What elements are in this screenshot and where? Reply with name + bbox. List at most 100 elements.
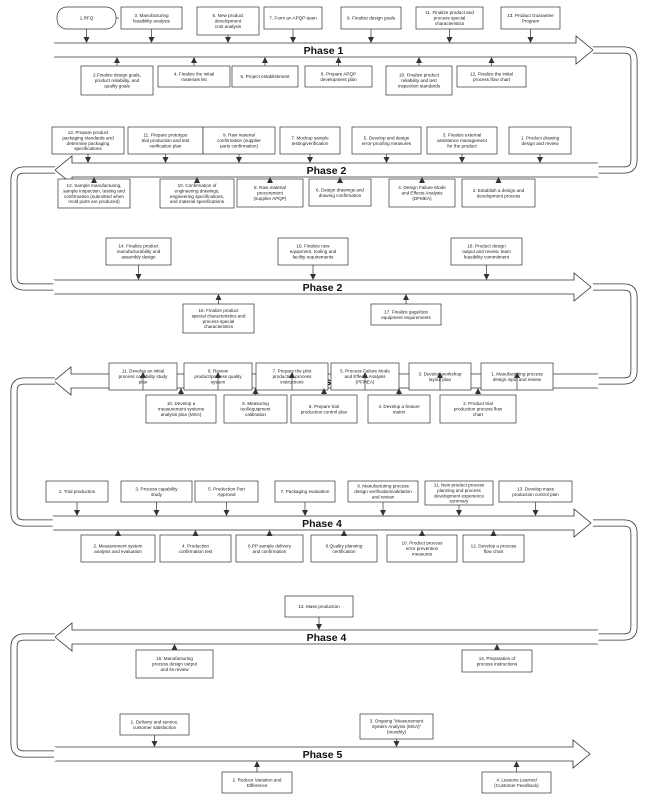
band2-bottom-box-b4	[308, 178, 372, 207]
band2-top-box-t6	[426, 126, 498, 155]
band2-bottom-box-b5	[388, 178, 456, 208]
band5-group: Phase 4 1. Trial production 3. Process cap…	[45, 480, 592, 563]
uturn-connector-1	[593, 46, 638, 174]
band1-top-label-t1: 1.RFQ	[80, 16, 94, 21]
band2-phase-label: Phase 2	[307, 165, 347, 177]
band5-bottom-box-b2	[159, 534, 232, 563]
band2-top-box-t4	[279, 126, 341, 155]
uturn-connector-6	[10, 633, 55, 758]
band2-bottom-box-b3	[236, 178, 304, 208]
band1-phase-label: Phase 1	[304, 45, 344, 57]
band1-bottom-box-b1	[80, 65, 154, 96]
band2-phase-arrow	[54, 155, 599, 185]
band5-bottom-box-b4	[310, 534, 378, 563]
band7-top-label-t1: 1. Delivery and service,customer satisfa…	[131, 719, 179, 729]
band7-phase-label: Phase 5	[303, 749, 343, 761]
band6-bottom-box-b1	[135, 649, 214, 679]
band3-phase-arrow	[53, 272, 592, 302]
band3-top-box-t2	[277, 237, 349, 266]
band6-phase-arrow	[54, 622, 599, 652]
band2-top-box-t2	[127, 126, 204, 155]
band3-top-box-t3	[450, 237, 523, 266]
band5-top-label-t4: 7. Packaging evaluation	[281, 489, 330, 494]
band4-bottom-box-b4	[367, 394, 431, 424]
band1-bottom-label-b1: 2.Finalize design goals,product reliabil…	[93, 73, 141, 89]
band1-bottom-box-b5	[385, 65, 453, 96]
band6-phase-label: Phase 4	[307, 632, 347, 644]
uturn-connector-4	[10, 377, 55, 527]
band7-top-box-t2	[359, 713, 434, 740]
band2-bottom-box-b2	[159, 178, 235, 209]
band2-top-box-t1	[51, 126, 125, 155]
band1-top-box-t3	[196, 6, 260, 36]
band1-top-label-t5: 9. Finalize design goals	[347, 16, 396, 21]
band7-bottom-label-b2: 4. Lessons Learned(Customer Feedback)	[494, 777, 539, 787]
band5-phase-label: Phase 4	[302, 518, 342, 530]
band7-group: Phase 5 1. Delivery and service,customer …	[54, 713, 591, 794]
band6-top-label-t1: 13. Mass production	[298, 604, 340, 609]
band1-top-label-t4: 7. Form an APQP team	[269, 16, 317, 21]
uturn-connector-3	[593, 283, 638, 385]
band5-phase-arrow	[52, 508, 592, 538]
band3-phase-label: Phase 2	[303, 282, 343, 294]
band2-top-box-t3	[202, 126, 276, 155]
band2-bottom-box-b1	[57, 178, 131, 209]
band4-bottom-box-b3	[290, 394, 358, 424]
band7-phase-arrow	[54, 739, 591, 769]
band4-bottom-box-b1	[145, 394, 217, 424]
band1-phase-arrow	[53, 35, 594, 65]
band5-top-label-t1: 1. Trial production	[59, 489, 96, 494]
band6-group: Phase 4 13. Mass production 16. Manufactur…	[54, 595, 599, 679]
band4-bottom-box-b2	[223, 394, 288, 424]
band5-bottom-box-b3	[235, 534, 304, 563]
band1-bottom-label-b3: 6. Project establishment	[240, 74, 290, 79]
band2-bottom-box-b6	[461, 178, 536, 208]
band2-top-box-t7	[508, 126, 572, 155]
band5-bottom-box-b5	[386, 534, 458, 563]
band2-bottom-label-b1: 12. Sample manufacturing,sample inspecti…	[63, 183, 125, 204]
band4-bottom-box-b5	[439, 394, 517, 424]
